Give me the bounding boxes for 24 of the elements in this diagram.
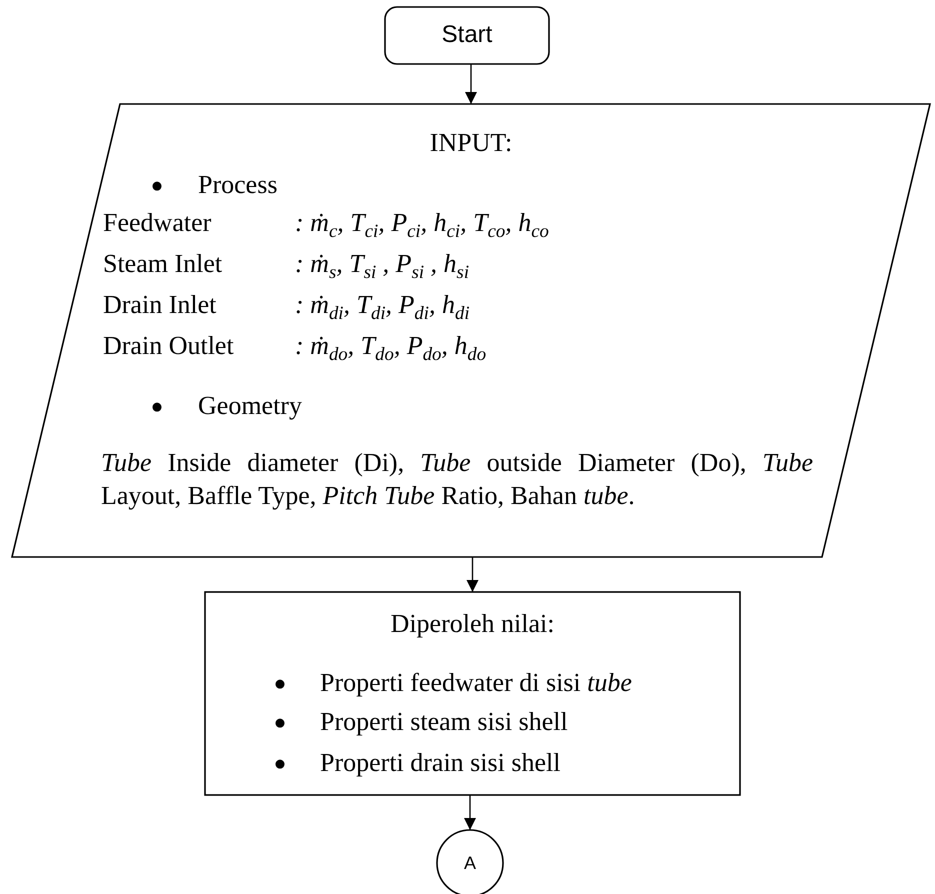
stream-label: Drain Outlet [103,330,234,362]
variable-list: : ṁ$_{s}$, T$_{si}$ , P$_{si}$ , h$_{si}$ [295,248,470,285]
terminator-label: Start [440,20,494,50]
input-parallelogram [12,104,930,557]
arrow [464,795,476,830]
section-heading: Geometry [198,390,302,422]
stream-label: Steam Inlet [103,248,222,280]
stream-label: Feedwater [103,207,212,239]
section-heading: Process [198,169,278,201]
list-item: Properti steam sisi shell [320,706,568,738]
input-heading: INPUT: [428,127,514,159]
geometry-paragraph: Tube Inside diameter (Di), Tube outside Diameter (Do), Tube Layout, Baffle Type, Pitch Tube Ratio, Bahan tube. [101,447,813,512]
arrow [466,557,478,592]
box-heading: Diperoleh nilai: [390,608,556,640]
list-item: Properti drain sisi shell [320,747,560,779]
list-item: Properti feedwater di sisi tube [320,667,632,699]
start-terminator [385,7,549,64]
variable-list: : ṁ$_{di}$, T$_{di}$, P$_{di}$, h$_{di}$ [295,289,470,326]
variable-list: : ṁ$_{c}$, T$_{ci}$, P$_{ci}$, h$_{ci}$, T$_{co}$, h$_{co}$ [295,207,549,244]
variable-list: : ṁ$_{do}$, T$_{do}$, P$_{do}$, h$_{do}$ [295,330,486,367]
connector-label: A [462,852,477,874]
process-box [205,592,740,795]
arrow [465,64,477,104]
stream-label: Drain Inlet [103,289,216,321]
